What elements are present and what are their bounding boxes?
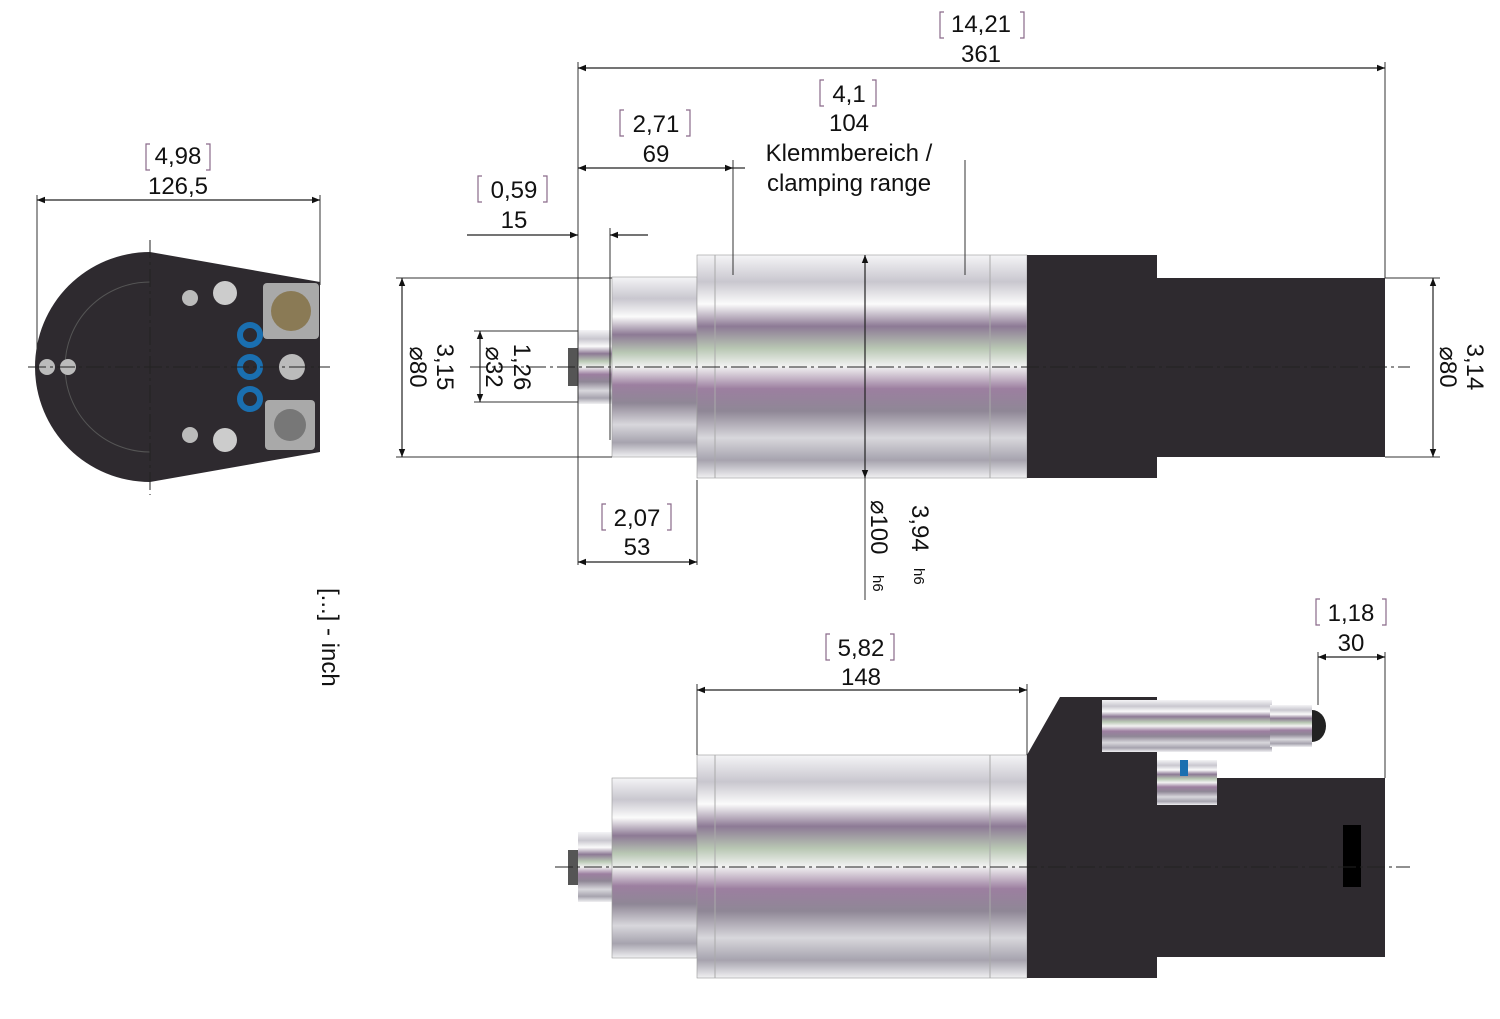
connector-plug bbox=[1102, 700, 1272, 752]
dim-mm: 361 bbox=[961, 41, 1001, 68]
dim-mm: ⌀80 bbox=[404, 346, 431, 387]
air-port-icon bbox=[237, 322, 263, 348]
tolerance: h6 bbox=[910, 568, 927, 585]
side-view-top: 14,21 361 2,71 69 4,1 104 Klemmbereich /… bbox=[396, 11, 1488, 600]
clamping-label-en: clamping range bbox=[767, 170, 931, 197]
dim-inch: 14,21 bbox=[951, 11, 1011, 38]
dim-inch: 4,98 bbox=[155, 143, 202, 170]
air-port-icon bbox=[237, 386, 263, 412]
units-note: [...] - inch bbox=[316, 588, 343, 687]
dim-inch: 3,15 bbox=[431, 344, 458, 391]
dim-mm: ⌀32 bbox=[480, 346, 507, 387]
dim-mm: 15 bbox=[501, 207, 528, 234]
end-view: 4,98 126,5 bbox=[28, 143, 330, 495]
dim-mm: 30 bbox=[1338, 630, 1365, 657]
dim-inch: 5,82 bbox=[838, 635, 885, 662]
dim-inch: 4,1 bbox=[832, 81, 865, 108]
dim-inch: 0,59 bbox=[491, 177, 538, 204]
clamping-label-de: Klemmbereich / bbox=[766, 140, 933, 167]
dim-inch: 3,94 bbox=[906, 505, 933, 552]
dim-inch: 1,18 bbox=[1328, 600, 1375, 627]
tolerance: h6 bbox=[869, 575, 886, 592]
bolt-icon bbox=[182, 290, 198, 306]
dim-mm: 148 bbox=[841, 664, 881, 691]
dim-mm: ⌀100 bbox=[865, 500, 892, 555]
dim-mm: 53 bbox=[624, 534, 651, 561]
dim-inch: 3,14 bbox=[1461, 344, 1488, 391]
fitting-icon bbox=[213, 428, 237, 452]
dim-inch: 1,26 bbox=[508, 344, 535, 391]
fitting-icon bbox=[213, 281, 237, 305]
dim-mm: ⌀80 bbox=[1434, 346, 1461, 387]
dim-mm: 104 bbox=[829, 110, 869, 137]
dim-mm: 69 bbox=[643, 141, 670, 168]
bolt-icon bbox=[182, 427, 198, 443]
connector-block bbox=[1027, 697, 1385, 978]
side-view-bottom: 5,82 148 1,18 30 bbox=[555, 598, 1410, 979]
dim-inch: 2,07 bbox=[614, 505, 661, 532]
dim-inch: 2,71 bbox=[633, 111, 680, 138]
dim-mm: 126,5 bbox=[148, 173, 208, 200]
bolt-icon bbox=[39, 359, 55, 375]
